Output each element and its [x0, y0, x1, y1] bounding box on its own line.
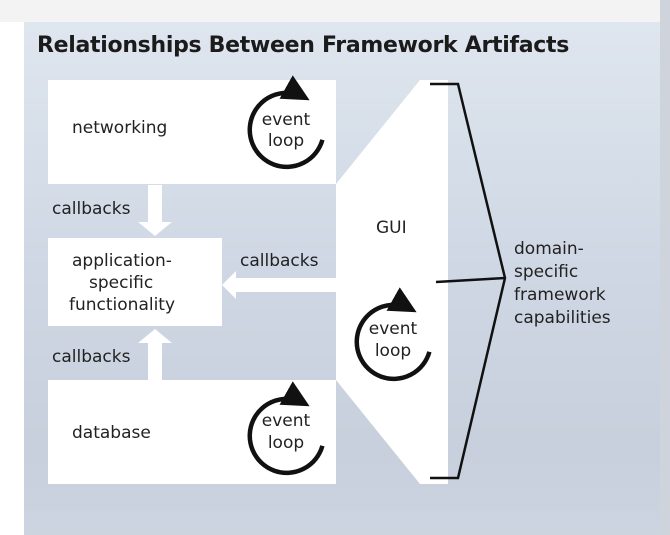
- callbacks-top-label: callbacks: [52, 199, 131, 219]
- domain-label-line4: capabilities: [514, 308, 611, 328]
- gui-trapezoid: [336, 80, 448, 484]
- app-label-line3: functionality: [69, 295, 175, 315]
- event-loop-database: event loop: [247, 381, 325, 476]
- loop-label: loop: [375, 341, 411, 361]
- top-strip: [0, 0, 670, 22]
- domain-bracket: [430, 82, 507, 480]
- loop-arrow-icon: [247, 75, 325, 170]
- domain-label-line3: framework: [514, 285, 606, 305]
- arrow-database-to-app: [138, 329, 172, 380]
- loop-arrow-icon: [354, 287, 432, 382]
- event-loop-networking: event loop: [247, 75, 325, 170]
- domain-label-line2: specific: [514, 262, 578, 282]
- right-border: [660, 0, 670, 535]
- loop-label: loop: [268, 131, 304, 151]
- event-loop-gui: event loop: [354, 287, 432, 382]
- database-label: database: [72, 423, 151, 443]
- app-label-line1: application-: [72, 251, 172, 271]
- arrow-gui-to-app: [222, 271, 342, 299]
- event-label: event: [369, 319, 418, 339]
- callbacks-gui-label: callbacks: [240, 251, 319, 271]
- networking-label: networking: [72, 118, 167, 138]
- loop-arrow-icon: [247, 381, 325, 476]
- arrow-networking-to-app: [138, 185, 172, 236]
- app-label-line2: specific: [89, 273, 153, 293]
- event-label: event: [262, 110, 311, 130]
- callbacks-bottom-label: callbacks: [52, 347, 131, 367]
- application-box: [48, 238, 222, 326]
- event-label: event: [262, 411, 311, 431]
- domain-label-line1: domain-: [514, 239, 584, 259]
- loop-label: loop: [268, 433, 304, 453]
- diagram-title: Relationships Between Framework Artifact…: [37, 33, 570, 58]
- callback-arrows: [138, 185, 342, 380]
- framework-boxes: [48, 80, 448, 484]
- gui-label: GUI: [376, 218, 407, 238]
